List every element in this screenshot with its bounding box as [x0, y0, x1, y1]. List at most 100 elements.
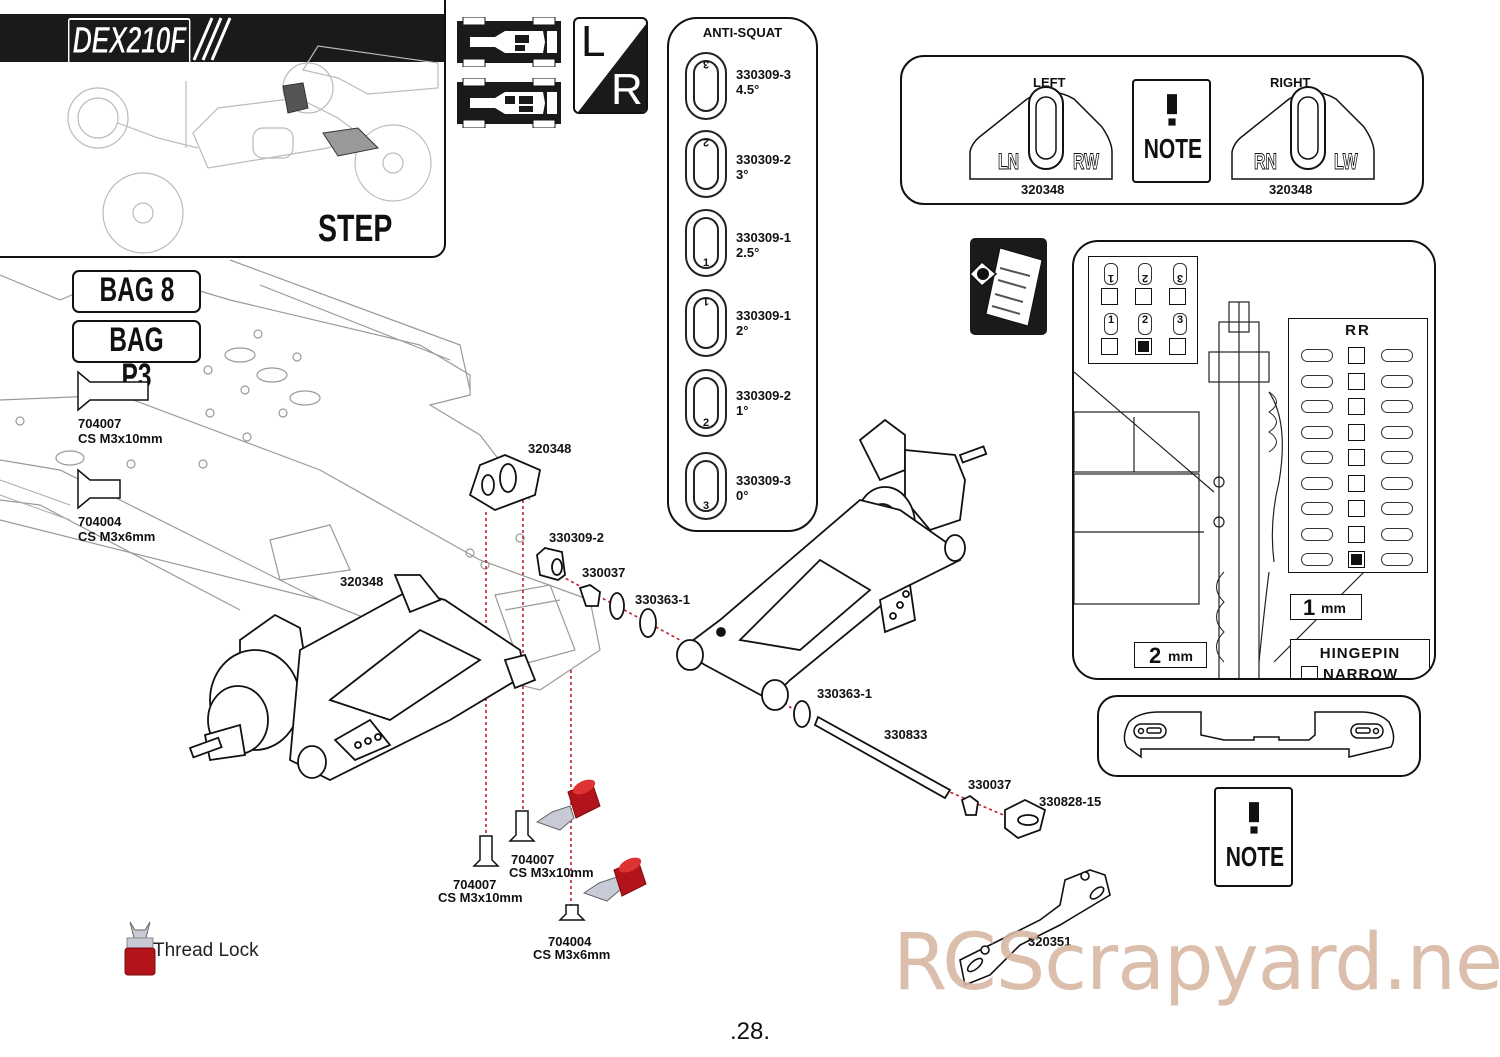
- hingepin-title: HINGEPIN: [1319, 645, 1401, 662]
- grid-insert-mark: 3: [1173, 313, 1187, 335]
- grid-checkbox[interactable]: [1135, 288, 1152, 305]
- left-hub-part: 320348: [1021, 182, 1065, 197]
- insert-mark: 1: [702, 257, 710, 269]
- hardware-desc: CS M3x10mm: [78, 431, 163, 446]
- grid-insert-mark: 3: [1173, 263, 1187, 285]
- rr-setup-table: RR: [1288, 318, 1428, 573]
- page-number: .28.: [729, 1018, 771, 1045]
- rr-checkbox-selected[interactable]: [1348, 551, 1365, 568]
- grid-checkbox[interactable]: [1169, 338, 1186, 355]
- rr-checkbox[interactable]: [1348, 372, 1365, 390]
- thread-lock-bottles: [124, 779, 647, 976]
- rr-checkbox[interactable]: [1348, 423, 1365, 441]
- rr-insert-left-icon: [1301, 553, 1333, 566]
- rr-insert-right-icon: [1381, 374, 1413, 388]
- logo-text: DEX210F: [68, 18, 191, 65]
- anti-squat-insert: 1: [685, 289, 727, 357]
- hingepin-block-panel: [1097, 695, 1421, 777]
- rr-checkbox[interactable]: [1348, 474, 1365, 492]
- grid-insert-mark: 2: [1138, 263, 1152, 285]
- callout-insert-bottom: 330828-15: [1039, 794, 1102, 809]
- callout-shim-bottom: 330363-1: [817, 686, 872, 701]
- left-hub-outline: [969, 86, 1375, 180]
- left-right-badge: L R: [573, 17, 648, 114]
- rr-row: [1289, 524, 1427, 546]
- chassis-top-view-drawing: [1074, 301, 1365, 678]
- hingepin-narrow-label: NARROW: [1323, 666, 1399, 680]
- anti-squat-part: 330309-3: [736, 67, 791, 82]
- anti-squat-part: 330309-2: [736, 388, 791, 403]
- insert-mark: 3: [702, 500, 710, 512]
- callout-rear-block: 320351: [1028, 934, 1072, 949]
- rr-row: [1289, 473, 1427, 495]
- bag-label: BAG 8: [72, 270, 201, 313]
- anti-squat-insert: 1: [685, 209, 727, 277]
- rr-checkbox[interactable]: [1348, 500, 1365, 517]
- right-hub-mark-lw: LW: [1334, 149, 1358, 175]
- anti-squat-part: 330309-1: [736, 308, 791, 323]
- callout-screw-part: 704007: [511, 852, 555, 867]
- setup-detail-panel: 1 2 3 1 2 3 RR 1 mm 2 mm HINGEPIN NARROW: [1072, 240, 1436, 680]
- right-hub-mark-rn: RN: [1254, 149, 1278, 175]
- rr-insert-left-icon: [1301, 425, 1333, 439]
- grid-checkbox[interactable]: [1169, 288, 1186, 305]
- rr-insert-left-icon: [1301, 527, 1333, 541]
- rr-checkbox[interactable]: [1348, 347, 1365, 364]
- thread-lock-legend-label: Thread Lock: [153, 940, 259, 961]
- anti-squat-angle: 1°: [736, 403, 749, 418]
- anti-squat-title: ANTI-SQUAT: [702, 25, 783, 40]
- rr-checkbox[interactable]: [1348, 398, 1365, 415]
- anti-squat-part: 330309-3: [736, 473, 791, 488]
- rr-insert-right-icon: [1381, 553, 1413, 566]
- hingepin-option-box: HINGEPIN NARROW: [1290, 639, 1430, 680]
- rr-insert-right-icon: [1381, 349, 1413, 362]
- insert-mark: 2: [702, 417, 710, 429]
- screw-icon-m3x6: [77, 468, 121, 510]
- grid-insert-mark: 1: [1104, 263, 1118, 285]
- callout-hub-left: 320348: [340, 574, 384, 589]
- grid-checkbox[interactable]: [1101, 288, 1118, 305]
- anti-squat-angle: 3°: [736, 167, 749, 182]
- step-number: STEP 15: [318, 208, 392, 256]
- right-hub-part: 320348: [1269, 182, 1313, 197]
- grid-checkbox-selected[interactable]: [1135, 338, 1152, 355]
- rr-insert-left-icon: [1301, 400, 1333, 413]
- badge-left-letter: L: [581, 17, 606, 66]
- grid-insert-mark: 1: [1104, 313, 1118, 335]
- rr-insert-right-icon: [1381, 527, 1413, 541]
- anti-squat-insert: 3: [685, 452, 727, 520]
- callout-bushing-top: 330037: [582, 565, 626, 580]
- callout-screw-desc: CS M3x10mm: [438, 890, 523, 905]
- exclamation-icon: [1166, 94, 1177, 126]
- left-hub-title: LEFT: [1033, 75, 1066, 90]
- left-hub-mark-rw: RW: [1073, 149, 1100, 175]
- rr-insert-right-icon: [1381, 502, 1413, 515]
- callout-screw-desc: CS M3x6mm: [533, 947, 611, 962]
- header-stripes: [192, 17, 232, 61]
- shim-1mm-label: 1 mm: [1290, 594, 1362, 620]
- shim-2mm-unit: mm: [1168, 648, 1193, 664]
- exclamation-icon: [1248, 802, 1259, 834]
- anti-squat-angle: 4.5°: [736, 82, 760, 97]
- rr-insert-right-icon: [1381, 425, 1413, 439]
- anti-squat-insert: 2: [685, 130, 727, 198]
- rr-insert-right-icon: [1381, 451, 1413, 464]
- rr-checkbox[interactable]: [1348, 449, 1365, 466]
- hingepin-narrow-checkbox[interactable]: [1301, 666, 1318, 678]
- anti-squat-angle: 2°: [736, 323, 749, 338]
- bag-label: BAG P3: [72, 320, 201, 394]
- rr-checkbox[interactable]: [1348, 525, 1365, 543]
- rr-insert-left-icon: [1301, 502, 1333, 515]
- insert-mark: 1: [702, 295, 710, 307]
- car-orientation-icon-top: [455, 17, 563, 67]
- callout-screw-part: 704004: [548, 934, 592, 949]
- shim-1mm-unit: mm: [1321, 600, 1346, 616]
- grid-checkbox[interactable]: [1101, 338, 1118, 355]
- product-logo: DEX210F: [68, 18, 191, 65]
- shim-2mm-number: 2: [1149, 643, 1162, 668]
- hub-orientation-panel: LEFT LN RW 320348 NOTE RIGHT RN LW 32034…: [900, 55, 1424, 205]
- rr-row: [1289, 345, 1427, 367]
- screw-icon-m3x10: [77, 370, 149, 412]
